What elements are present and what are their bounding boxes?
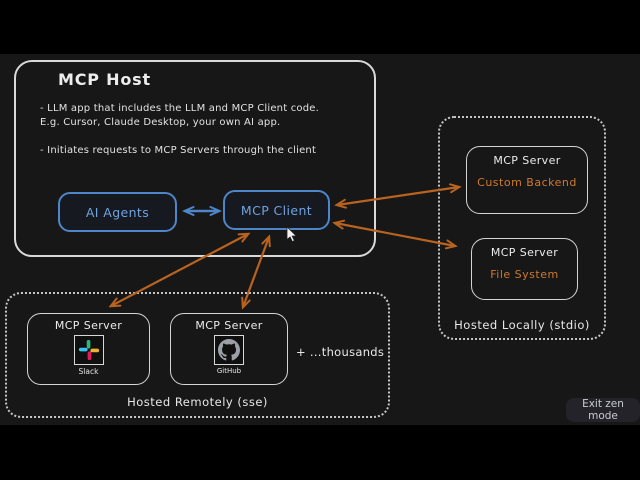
server-caption: GitHub — [216, 367, 242, 375]
mcp-server-custom-backend-box[interactable]: MCP Server Custom Backend — [466, 146, 588, 214]
host-description-line3: - Initiates requests to MCP Servers thro… — [40, 145, 317, 156]
server-subtitle: File System — [490, 268, 559, 281]
server-title: MCP Server — [493, 154, 561, 167]
server-subtitle: Custom Backend — [477, 176, 577, 189]
ai-agents-box[interactable]: AI Agents — [58, 192, 177, 232]
mcp-server-github-box[interactable]: MCP Server GitHub — [170, 313, 288, 385]
server-caption: Slack — [78, 367, 99, 376]
mcp-server-slack-box[interactable]: MCP Server Slack — [27, 313, 150, 385]
server-title: MCP Server — [54, 319, 123, 332]
hosted-remotely-label: Hosted Remotely (sse) — [127, 395, 268, 409]
github-icon — [214, 335, 244, 365]
mcp-server-file-system-box[interactable]: MCP Server File System — [471, 238, 578, 300]
exit-zen-mode-label: Exit zen mode — [582, 398, 624, 422]
mcp-client-label: MCP Client — [240, 202, 313, 218]
slack-icon — [73, 335, 104, 365]
server-title: MCP Server — [490, 246, 559, 259]
hosted-locally-label: Hosted Locally (stdio) — [454, 318, 590, 332]
excalidraw-canvas[interactable]: MCP Host - LLM app that includes the LLM… — [0, 54, 640, 425]
mcp-client-box[interactable]: MCP Client — [223, 190, 330, 230]
server-title: MCP Server — [195, 319, 263, 332]
ai-agents-label: AI Agents — [85, 204, 150, 220]
host-description-line1: - LLM app that includes the LLM and MCP … — [40, 103, 320, 114]
exit-zen-mode-button[interactable]: Exit zen mode — [566, 398, 640, 422]
thousands-note: + ...thousands — [296, 345, 385, 359]
host-description-line2: E.g. Cursor, Claude Desktop, your own AI… — [40, 117, 281, 128]
mcp-host-title: MCP Host — [58, 70, 151, 89]
